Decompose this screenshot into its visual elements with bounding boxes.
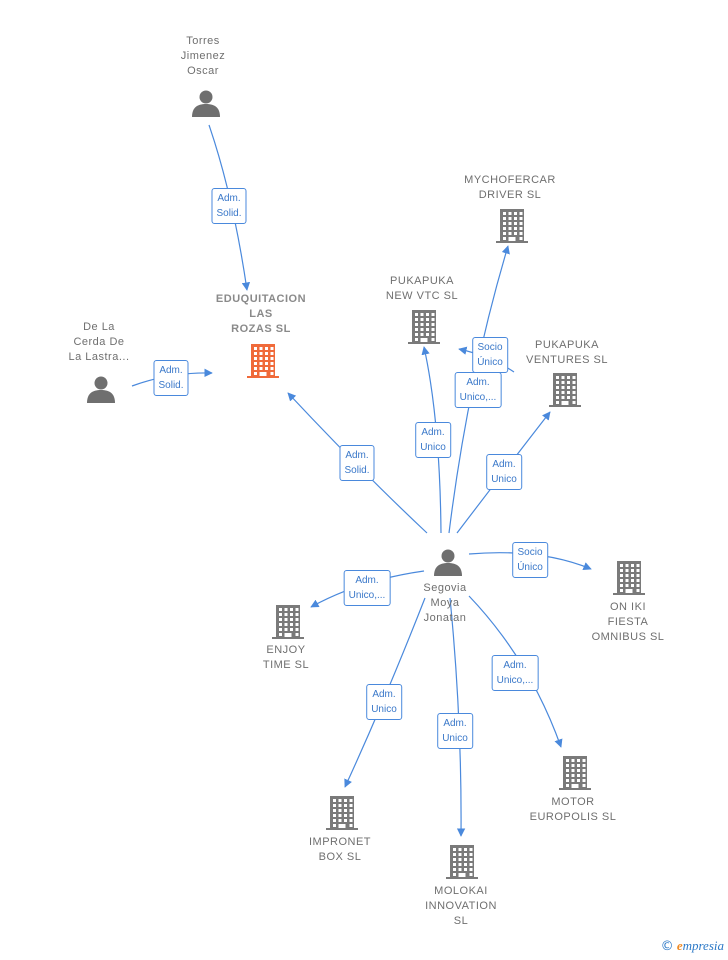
relationship-label-line: Solid.: [216, 208, 242, 219]
relationship-label[interactable]: Adm. Unico: [366, 684, 402, 720]
relationship-label[interactable]: Adm. Unico,...: [343, 570, 391, 606]
building-icon[interactable]: [559, 756, 591, 795]
node-label-line: ENJOY: [266, 644, 306, 656]
node-label-line: De La: [83, 321, 115, 333]
relationship-label-line: Adm.: [217, 193, 241, 204]
person-label[interactable]: De La Cerda De La Lastra...: [68, 320, 129, 365]
relationship-label-line: Adm.: [372, 689, 396, 700]
node-label-line: BOX SL: [318, 851, 362, 863]
node-label-line: IMPRONET: [308, 836, 372, 848]
person-icon[interactable]: [86, 374, 116, 409]
node-label-line: Moya: [430, 597, 460, 609]
node-label-line: EUROPOLIS SL: [529, 811, 617, 823]
relationship-label-line: Adm.: [345, 450, 369, 461]
node-label-line: SL: [453, 915, 469, 927]
relationship-label[interactable]: Adm. Unico: [486, 454, 522, 490]
relationship-label-line: Único: [517, 562, 543, 573]
node-label-line: TIME SL: [262, 659, 310, 671]
building-icon[interactable]: [549, 373, 581, 412]
node-label-line: EDUQUITACION: [215, 293, 307, 305]
company-label[interactable]: ENJOY TIME SL: [263, 643, 309, 673]
node-label-line: MOLOKAI: [434, 885, 488, 897]
relationship-label-line: Adm.: [159, 365, 183, 376]
relationship-label-line: Adm.: [355, 575, 379, 586]
node-label-line: MYCHOFERCAR: [464, 174, 556, 186]
relationship-label-line: Unico,...: [348, 590, 386, 601]
building-icon[interactable]: [446, 845, 478, 884]
relationship-label-line: Unico,...: [459, 392, 497, 403]
relationship-label-line: Unico,...: [496, 675, 534, 686]
relationship-label[interactable]: Adm. Unico: [415, 422, 451, 458]
node-label-line: OMNIBUS SL: [591, 631, 665, 643]
company-label[interactable]: ON IKI FIESTA OMNIBUS SL: [592, 600, 665, 645]
building-icon[interactable]: [326, 796, 358, 835]
building-icon[interactable]: [496, 209, 528, 248]
company-label[interactable]: IMPRONET BOX SL: [309, 835, 371, 865]
node-label-line: VENTURES SL: [526, 354, 608, 366]
relationship-label-line: Unico: [442, 733, 468, 744]
brand-logo: © empresia: [660, 938, 724, 954]
building-icon[interactable]: [272, 605, 304, 644]
relationship-label-line: Unico: [371, 704, 397, 715]
person-icon[interactable]: [433, 547, 463, 582]
node-label-line: Jimenez: [180, 50, 226, 62]
node-label-line: PUKAPUKA: [535, 339, 599, 351]
node-label-line: Oscar: [187, 65, 219, 77]
relationship-label-line: Adm.: [492, 459, 516, 470]
copyright-icon: ©: [660, 939, 674, 954]
relationship-label-line: Unico: [491, 474, 517, 485]
relationship-label-line: Socio: [517, 547, 543, 558]
node-label-line: NEW VTC SL: [385, 290, 459, 302]
relationship-label[interactable]: Adm. Unico: [437, 713, 473, 749]
relationship-label-line: Solid.: [158, 380, 184, 391]
node-label-line: Cerda De: [73, 336, 125, 348]
company-label[interactable]: PUKAPUKA NEW VTC SL: [386, 274, 458, 304]
relationship-label[interactable]: Adm. Solid.: [153, 360, 189, 396]
company-label[interactable]: MOLOKAI INNOVATION SL: [425, 884, 497, 929]
node-label-line: La Lastra...: [68, 351, 130, 363]
node-label-line: Segovia: [423, 582, 467, 594]
node-label-line: FIESTA: [607, 616, 649, 628]
relationship-label-line: Adm.: [466, 377, 490, 388]
node-label-line: Torres: [186, 35, 220, 47]
node-label-line: Jonatan: [423, 612, 467, 624]
relationship-label[interactable]: Adm. Unico,...: [454, 372, 502, 408]
building-icon[interactable]: [613, 561, 645, 600]
node-label-line: PUKAPUKA: [390, 275, 454, 287]
relationship-label[interactable]: Adm. Solid.: [339, 445, 375, 481]
node-label-line: INNOVATION: [425, 900, 497, 912]
node-label-line: LAS: [249, 308, 273, 320]
relationship-label-line: Adm.: [443, 718, 467, 729]
node-label-line: ROZAS SL: [231, 323, 291, 335]
relationship-label-line: Solid.: [344, 465, 370, 476]
company-label[interactable]: EDUQUITACION LAS ROZAS SL: [216, 292, 306, 337]
relationship-label[interactable]: Adm. Unico,...: [491, 655, 539, 691]
relationship-label-line: Unico: [420, 442, 446, 453]
node-label-line: MOTOR: [551, 796, 595, 808]
company-label[interactable]: MOTOR EUROPOLIS SL: [530, 795, 617, 825]
relationship-label[interactable]: Adm. Solid.: [211, 188, 247, 224]
building-icon[interactable]: [408, 310, 440, 349]
relationship-label-line: Único: [477, 357, 503, 368]
node-label-line: ON IKI: [609, 601, 647, 613]
relationship-label-line: Adm.: [503, 660, 527, 671]
company-label[interactable]: MYCHOFERCAR DRIVER SL: [464, 173, 556, 203]
relationship-label-line: Adm.: [421, 427, 445, 438]
building-icon[interactable]: [247, 344, 279, 383]
person-icon[interactable]: [191, 88, 221, 123]
relationship-label-line: Socio: [477, 342, 503, 353]
company-label[interactable]: PUKAPUKA VENTURES SL: [526, 338, 608, 368]
node-label-line: DRIVER SL: [478, 189, 542, 201]
